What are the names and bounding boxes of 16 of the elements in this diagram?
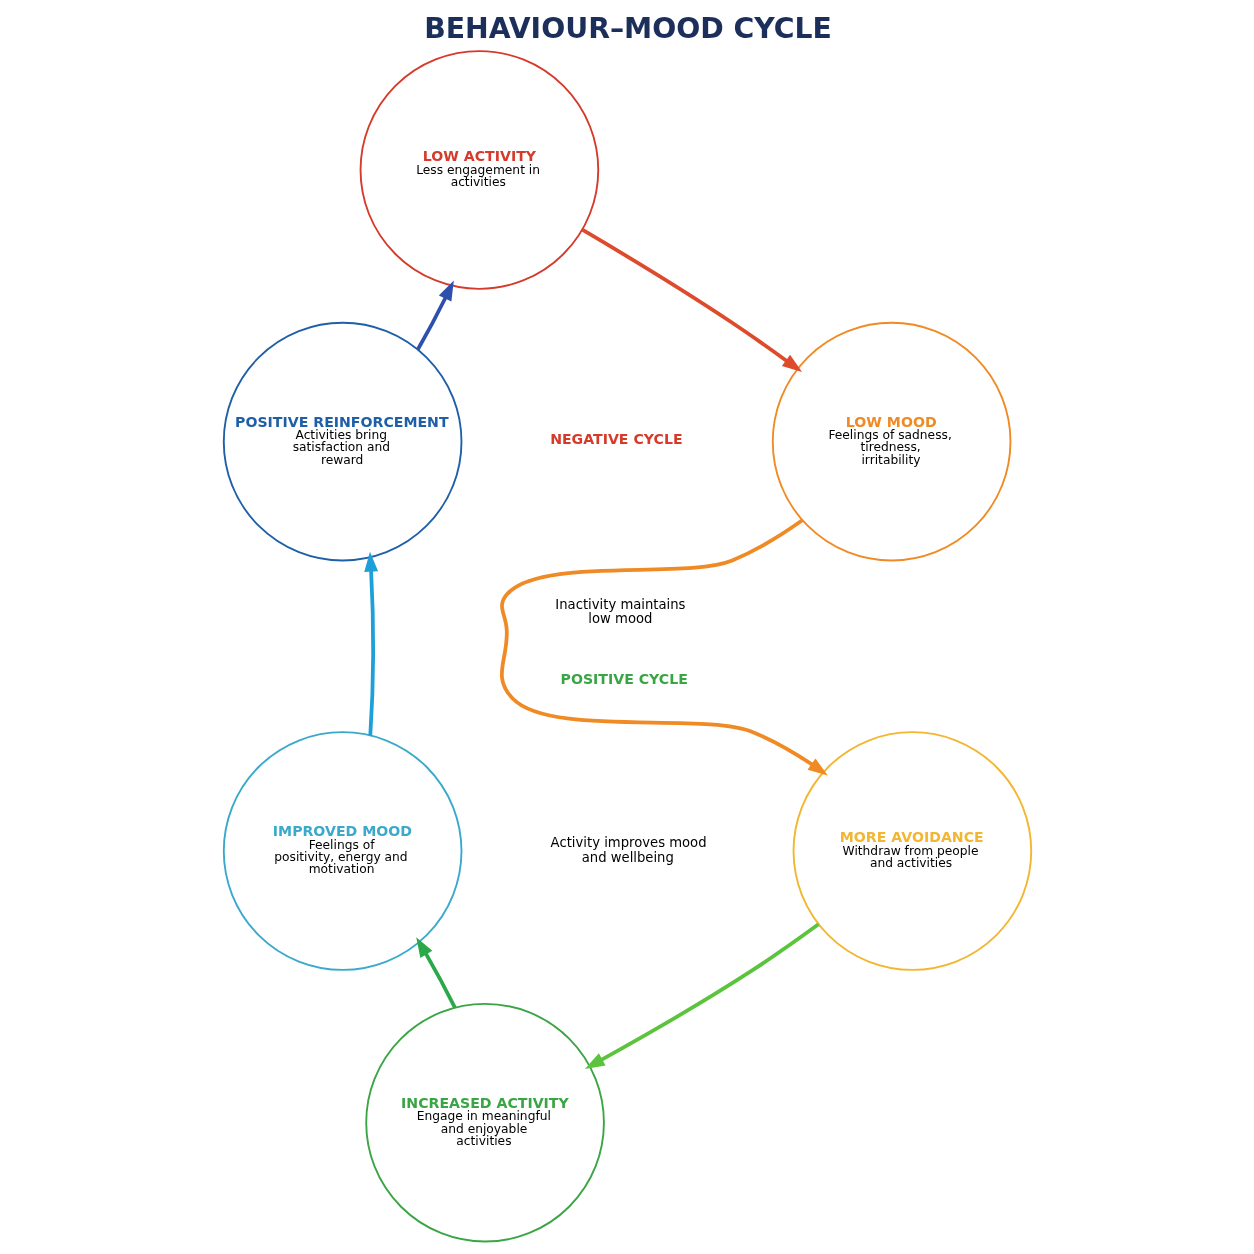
label: POSITIVE CYCLE [560,670,688,687]
arrow [499,518,828,776]
node-circle: LOW MOOD Feelings of sadness, tiredness, irritability [771,321,1011,562]
label: Activity improves mood and wellbeing [550,835,707,865]
arrow [415,937,457,1009]
arrow [580,228,802,373]
arrow [363,551,378,736]
diagram-title: BEHAVIOUR–MOOD CYCLE [423,11,832,45]
node-circle: POSITIVE REINFORCEMENT Activities bring satisfaction and reward [222,321,462,562]
arrow [415,280,454,351]
label: Inactivity maintains low mood [554,596,685,626]
node-circle: IMPROVED MOOD Feelings of positivity, energy and motivation [222,731,462,971]
node-circle: LOW ACTIVITY Less engagement in activities [359,50,599,290]
node-circle: MORE AVOIDANCE Withdraw from people and activities [792,731,1032,971]
label: NEGATIVE CYCLE [549,431,683,447]
arrow [584,922,820,1069]
